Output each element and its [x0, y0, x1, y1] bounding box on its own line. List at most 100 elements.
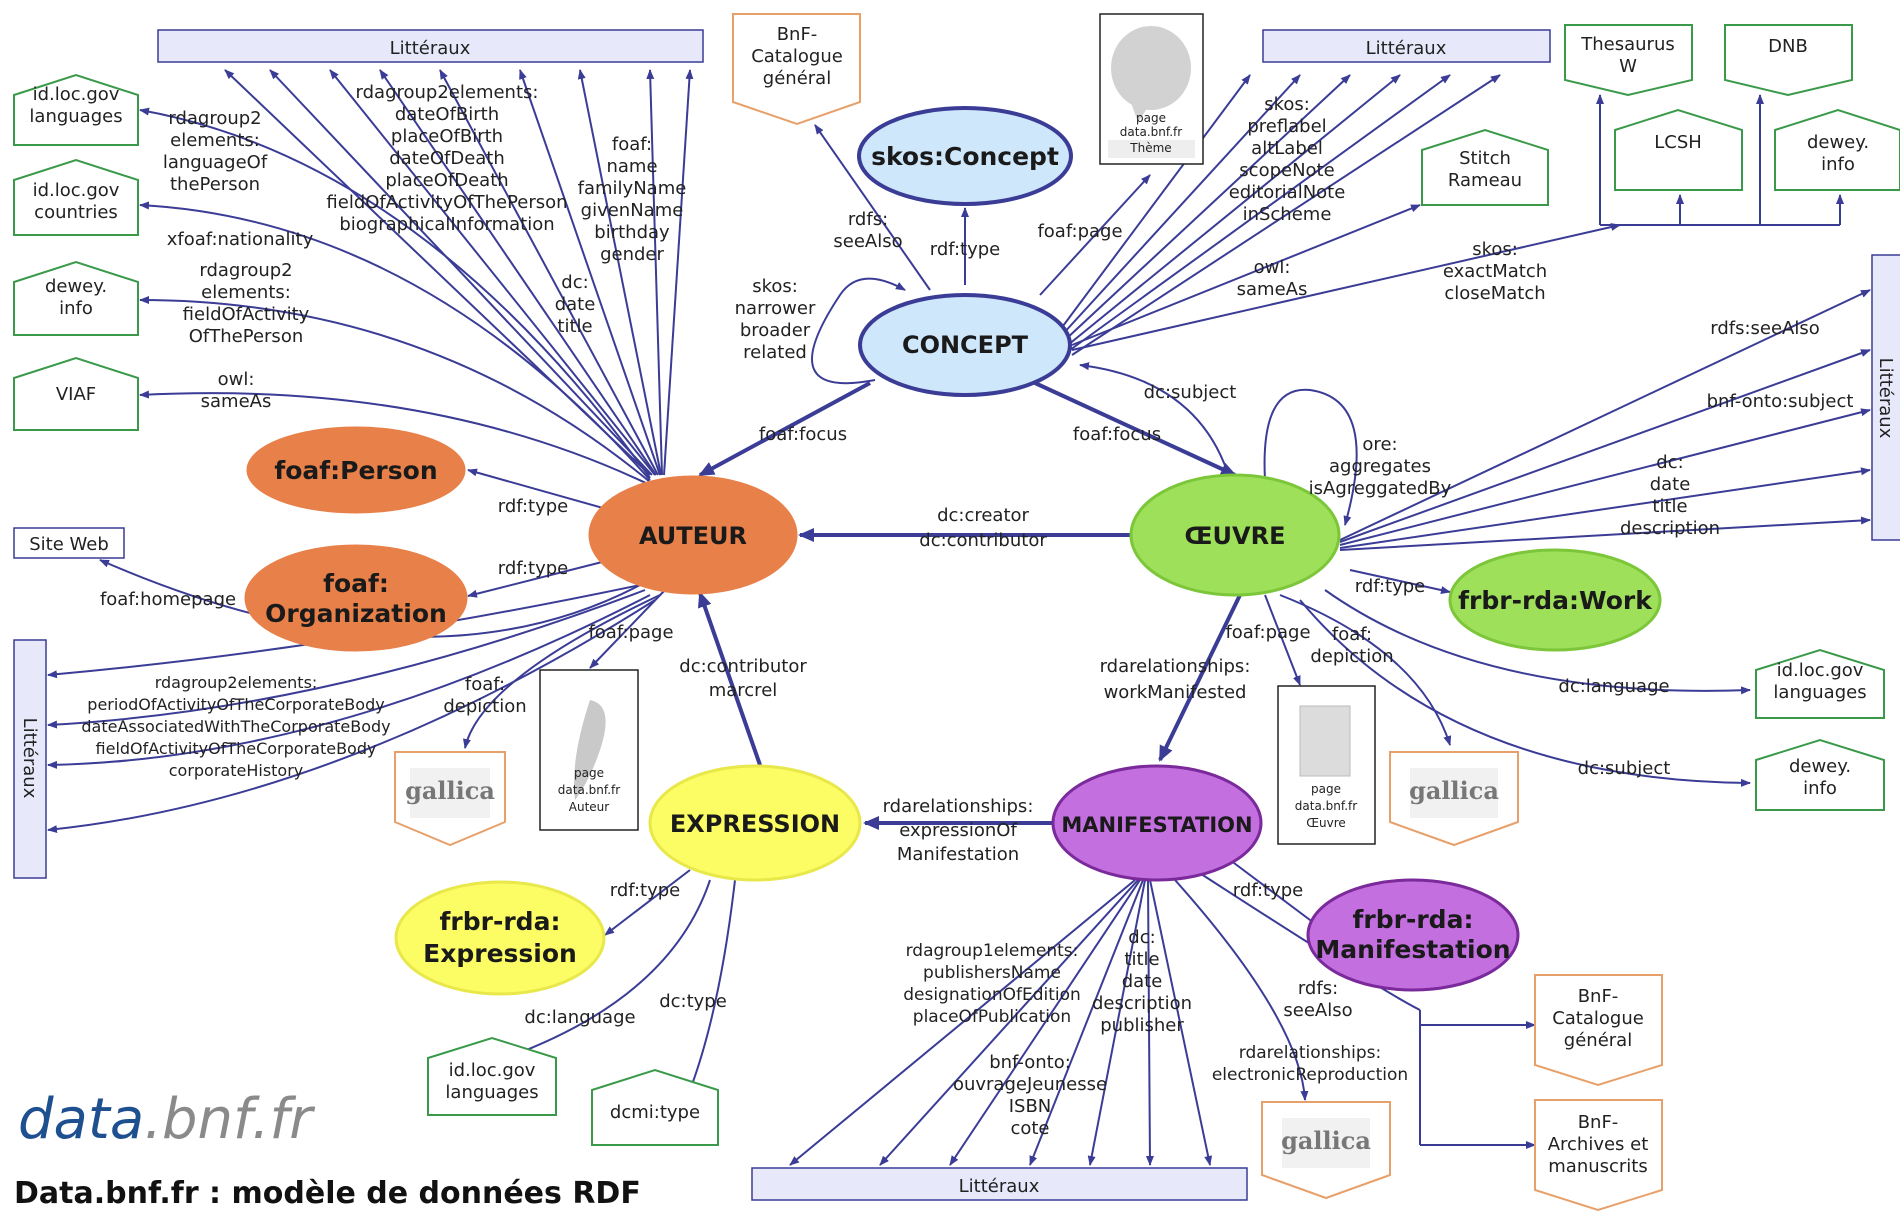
- literals-label: Littéraux: [19, 718, 40, 799]
- label-dc-language-expression: dc:language: [524, 1007, 635, 1028]
- svg-text:VIAF: VIAF: [56, 384, 96, 405]
- label-rdf-type-person: rdf:type: [498, 496, 568, 517]
- label-rdf-type-manifestation: rdf:type: [1233, 880, 1303, 901]
- svg-text:ŒUVRE: ŒUVRE: [1185, 522, 1286, 550]
- svg-text:DNB: DNB: [1768, 36, 1808, 57]
- label-rda-work-manifested: rdarelationships:workManifested: [1100, 656, 1251, 703]
- label-foaf-homepage: foaf:homepage: [100, 589, 236, 610]
- box-dewey-top: dewey.info: [1774, 108, 1900, 191]
- svg-text:gallica: gallica: [405, 776, 495, 805]
- node-frbr-work: frbr-rda:Work: [1448, 548, 1662, 652]
- svg-text:skos:Concept: skos:Concept: [871, 142, 1059, 171]
- node-foaf-person: foaf:Person: [246, 426, 466, 514]
- label-foaf-focus-right: foaf:focus: [1073, 424, 1161, 445]
- literals-right: Littéraux: [1871, 254, 1900, 541]
- label-bnf-onto-subject: bnf-onto:subject: [1707, 391, 1854, 412]
- box-dewey-right: dewey.info: [1755, 738, 1885, 811]
- label-owl-sameas-auteur: owl:sameAs: [201, 369, 272, 412]
- label-foaf-page-auteur: foaf:page: [588, 622, 673, 643]
- gallica-oeuvre: gallica: [1389, 751, 1519, 847]
- svg-text:CONCEPT: CONCEPT: [902, 331, 1029, 359]
- gallica-manifestation: gallica: [1261, 1101, 1391, 1200]
- label-foaf-page-oeuvre: foaf:page: [1225, 622, 1310, 643]
- node-expression: EXPRESSION: [648, 764, 862, 882]
- box-dcmi-type: dcmi:type: [591, 1068, 719, 1146]
- label-dc-type-expression: dc:type: [659, 991, 727, 1012]
- svg-text:data.bnf.fr: data.bnf.fr: [18, 1087, 315, 1152]
- svg-text:gallica: gallica: [1281, 1126, 1371, 1155]
- gallica-auteur: gallica: [394, 751, 506, 847]
- page-title: Data.bnf.fr : modèle de données RDF: [14, 1176, 641, 1211]
- svg-text:Site Web: Site Web: [29, 534, 109, 555]
- label-foaf-depiction-oeuvre: foaf:depiction: [1310, 624, 1393, 667]
- literals-label: Littéraux: [390, 38, 471, 59]
- node-frbr-expression: frbr-rda:Expression: [394, 880, 606, 996]
- svg-text:AUTEUR: AUTEUR: [639, 522, 747, 550]
- literals-label: Littéraux: [1366, 38, 1447, 59]
- svg-text:gallica: gallica: [1409, 776, 1499, 805]
- svg-text:LCSH: LCSH: [1654, 132, 1702, 153]
- node-frbr-manifestation: frbr-rda:Manifestation: [1306, 878, 1520, 992]
- label-dc-subject-concept: dc:subject: [1144, 382, 1237, 403]
- literals-left: Littéraux: [13, 639, 47, 879]
- node-foaf-organization: foaf:Organization: [244, 544, 468, 652]
- label-foaf-depiction-auteur: foaf:depiction: [443, 674, 526, 717]
- label-rdagroup2-corporate: rdagroup2elements:periodOfActivityOfTheC…: [81, 673, 390, 780]
- svg-text:MANIFESTATION: MANIFESTATION: [1061, 813, 1252, 837]
- box-viaf: VIAF: [13, 356, 139, 431]
- box-dnb: DNB: [1724, 24, 1853, 97]
- literals-bottom: Littéraux: [751, 1167, 1248, 1201]
- svg-text:foaf:Person: foaf:Person: [274, 456, 437, 485]
- node-concept: CONCEPT: [858, 293, 1072, 397]
- node-skos-concept: skos:Concept: [857, 106, 1073, 206]
- label-rdf-type-organization: rdf:type: [498, 558, 568, 579]
- label-foaf-focus-left: foaf:focus: [759, 424, 847, 445]
- box-site-web: Site Web: [13, 527, 125, 559]
- literals-top-right: Littéraux: [1262, 29, 1551, 63]
- box-dewey-left: dewey.info: [13, 260, 139, 336]
- svg-text:dewey.info: dewey.info: [45, 276, 107, 319]
- svg-text:dewey.info: dewey.info: [1807, 132, 1869, 175]
- label-foaf-page-concept: foaf:page: [1037, 221, 1122, 242]
- label-rdf-type-work: rdf:type: [1355, 576, 1425, 597]
- node-manifestation: MANIFESTATION: [1051, 764, 1263, 882]
- svg-text:frbr-rda:Expression: frbr-rda:Expression: [423, 907, 577, 968]
- svg-text:dewey.info: dewey.info: [1789, 756, 1851, 799]
- svg-text:frbr-rda:Manifestation: frbr-rda:Manifestation: [1315, 905, 1510, 964]
- label-xfoaf-nationality: xfoaf:nationality: [167, 229, 314, 250]
